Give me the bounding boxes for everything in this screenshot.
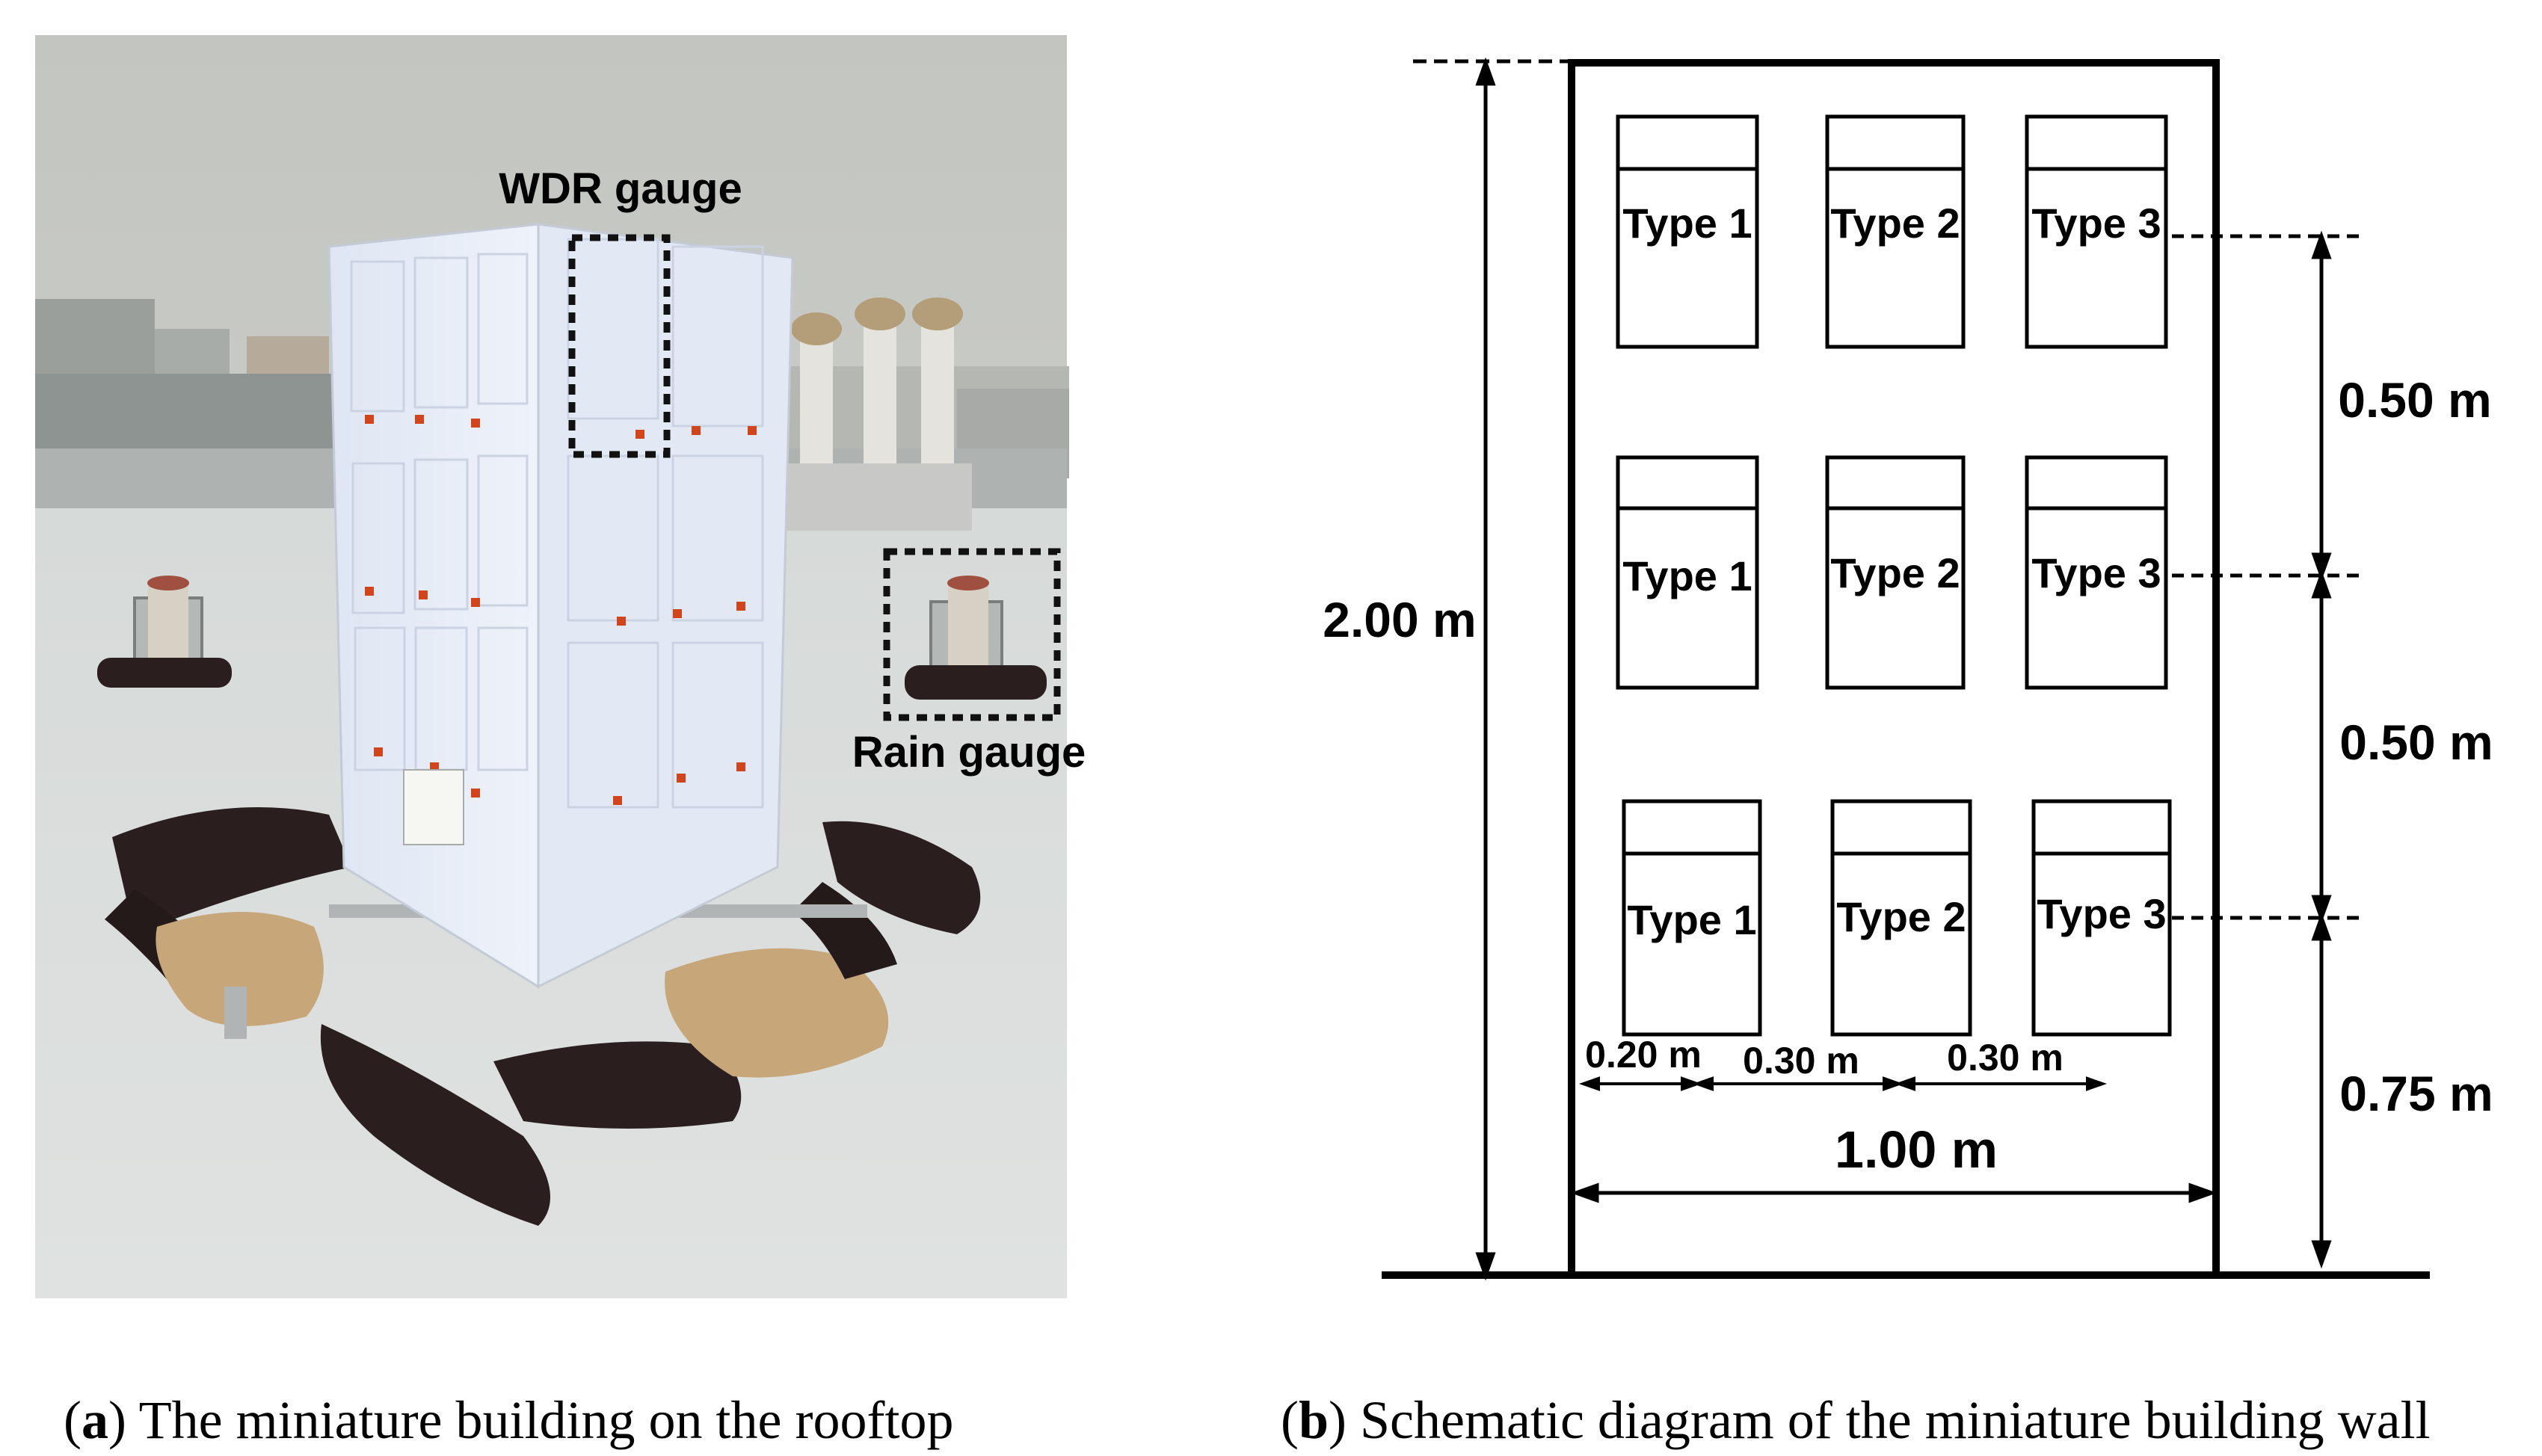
- gauge-row-2: [1616, 455, 2168, 690]
- row2-type1-label: Type 1: [1622, 552, 1752, 599]
- caption-b: (b) Schematic diagram of the miniature b…: [1281, 1390, 2431, 1450]
- wdr-gauge-highlight: [568, 234, 671, 458]
- caption-a-text: The miniature building on the rooftop: [126, 1390, 953, 1450]
- spacing-label-1: 0.20 m: [1585, 1034, 1702, 1076]
- row3-type2-label: Type 2: [1836, 893, 1966, 940]
- row3-type3-label: Type 3: [2037, 890, 2166, 937]
- caption-b-letter: b: [1299, 1390, 1329, 1450]
- width-dimension: [1570, 1182, 2218, 1203]
- gauge-type-labels: Type 1 Type 2 Type 3 Type 1 Type 2 Type …: [1622, 200, 2166, 943]
- gauge-row-1: [1616, 114, 2168, 349]
- row2-type2-label: Type 2: [1830, 549, 1960, 596]
- horizontal-spacing-dimensions: [1578, 1076, 2108, 1091]
- width-label: 1.00 m: [1835, 1120, 1998, 1179]
- row-center-leaders: [2172, 234, 2359, 920]
- miniature-building: [327, 223, 794, 989]
- spacing-label-2: 0.30 m: [1743, 1040, 1859, 1082]
- rain-gauge-left: [97, 576, 232, 688]
- rain-gauge-right: [905, 576, 1047, 700]
- height-dimension: [1475, 57, 1496, 1281]
- rain-gauge-highlight: [883, 548, 1061, 721]
- gauge-row-3: [1622, 799, 2172, 1037]
- row1-type1-label: Type 1: [1622, 200, 1752, 247]
- vent-stacks: [778, 297, 972, 531]
- wall-schematic: [1382, 57, 2430, 1281]
- vertical-label-3: 0.75 m: [2339, 1066, 2493, 1121]
- row3-type1-label: Type 1: [1627, 896, 1756, 943]
- spacing-label-3: 0.30 m: [1947, 1037, 2064, 1079]
- caption-b-text: Schematic diagram of the miniature build…: [1347, 1390, 2431, 1450]
- row1-type2-label: Type 2: [1830, 200, 1960, 247]
- vertical-label-1: 0.50 m: [2338, 372, 2491, 428]
- row2-type3-label: Type 3: [2031, 549, 2161, 596]
- vertical-label-2: 0.50 m: [2339, 715, 2493, 770]
- wdr-gauge-label: WDR gauge: [499, 164, 742, 213]
- caption-a: (a) The miniature building on the roofto…: [64, 1390, 953, 1450]
- rain-gauge-label: Rain gauge: [852, 728, 1086, 777]
- row1-type3-label: Type 3: [2031, 200, 2161, 247]
- height-label: 2.00 m: [1323, 592, 1476, 647]
- gauge-boxes: [1616, 114, 2172, 1037]
- vertical-spacing-dimensions: [2311, 230, 2332, 1269]
- sandbags: [105, 807, 981, 1226]
- wall-outline: [1568, 59, 2220, 1279]
- caption-a-letter: a: [81, 1390, 108, 1450]
- rooftop-photo: WDR gauge Rain gauge: [35, 35, 1086, 1298]
